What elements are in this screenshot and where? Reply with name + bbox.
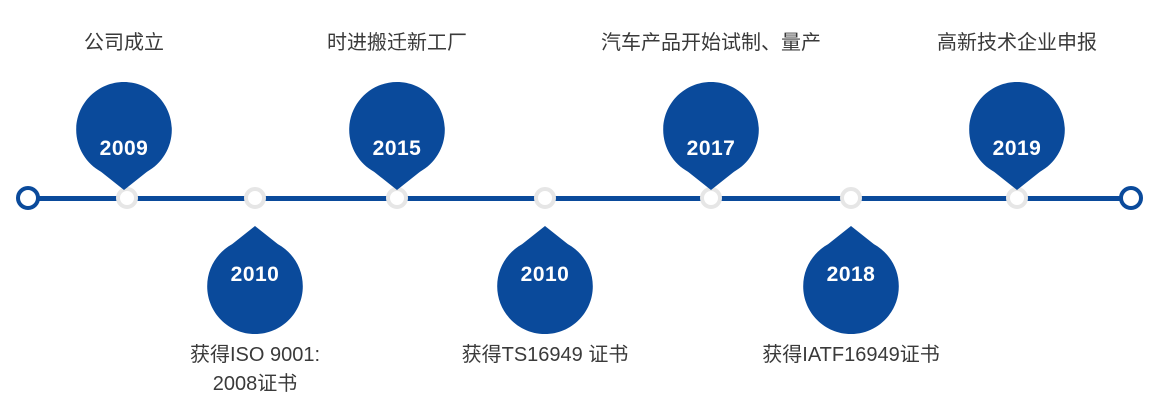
pin-2018-shape	[803, 226, 899, 334]
pin-2010-iso[interactable]: 2010	[201, 226, 309, 334]
milestone-label-2015: 时进搬迁新工厂	[327, 32, 467, 54]
pin-2017-year: 2017	[686, 137, 736, 160]
pin-2018[interactable]: 2018	[797, 226, 905, 334]
pin-2010-ts-shape	[497, 226, 593, 334]
timeline-axis-line	[27, 196, 1131, 201]
timeline-node-6[interactable]	[840, 187, 862, 209]
pin-2010-ts-year: 2010	[520, 263, 570, 286]
pin-2010-ts[interactable]: 2010	[491, 226, 599, 334]
pin-2017[interactable]: 2017	[657, 82, 765, 190]
timeline-endpoint-left	[16, 186, 40, 210]
pin-2019[interactable]: 2019	[963, 82, 1071, 190]
pin-2015-year: 2015	[372, 137, 422, 160]
timeline-node-3[interactable]	[386, 187, 408, 209]
milestone-label-2017: 汽车产品开始试制、量产	[601, 32, 821, 54]
pin-2009-year: 2009	[99, 137, 149, 160]
milestone-label-2018: 获得IATF16949证书	[762, 344, 940, 366]
milestone-label-2019: 高新技术企业申报	[937, 32, 1097, 54]
pin-2018-year: 2018	[826, 263, 876, 286]
pin-2010-iso-year: 2010	[230, 263, 280, 286]
pin-2019-year: 2019	[992, 137, 1042, 160]
pin-2015[interactable]: 2015	[343, 82, 451, 190]
timeline-node-7[interactable]	[1006, 187, 1028, 209]
pin-2009-shape	[76, 82, 172, 190]
timeline-node-5[interactable]	[700, 187, 722, 209]
timeline-node-2[interactable]	[244, 187, 266, 209]
milestone-label-2010-ts: 获得TS16949 证书	[461, 344, 629, 366]
milestone-label-2009: 公司成立	[84, 32, 164, 54]
pin-2010-iso-shape	[207, 226, 303, 334]
pin-2019-shape	[969, 82, 1065, 190]
timeline-endpoint-right	[1119, 186, 1143, 210]
timeline-node-1[interactable]	[116, 187, 138, 209]
timeline-node-4[interactable]	[534, 187, 556, 209]
pin-2015-shape	[349, 82, 445, 190]
pin-2017-shape	[663, 82, 759, 190]
milestone-label-2010-iso: 获得ISO 9001: 2008证书	[189, 344, 321, 395]
pin-2009[interactable]: 2009	[70, 82, 178, 190]
